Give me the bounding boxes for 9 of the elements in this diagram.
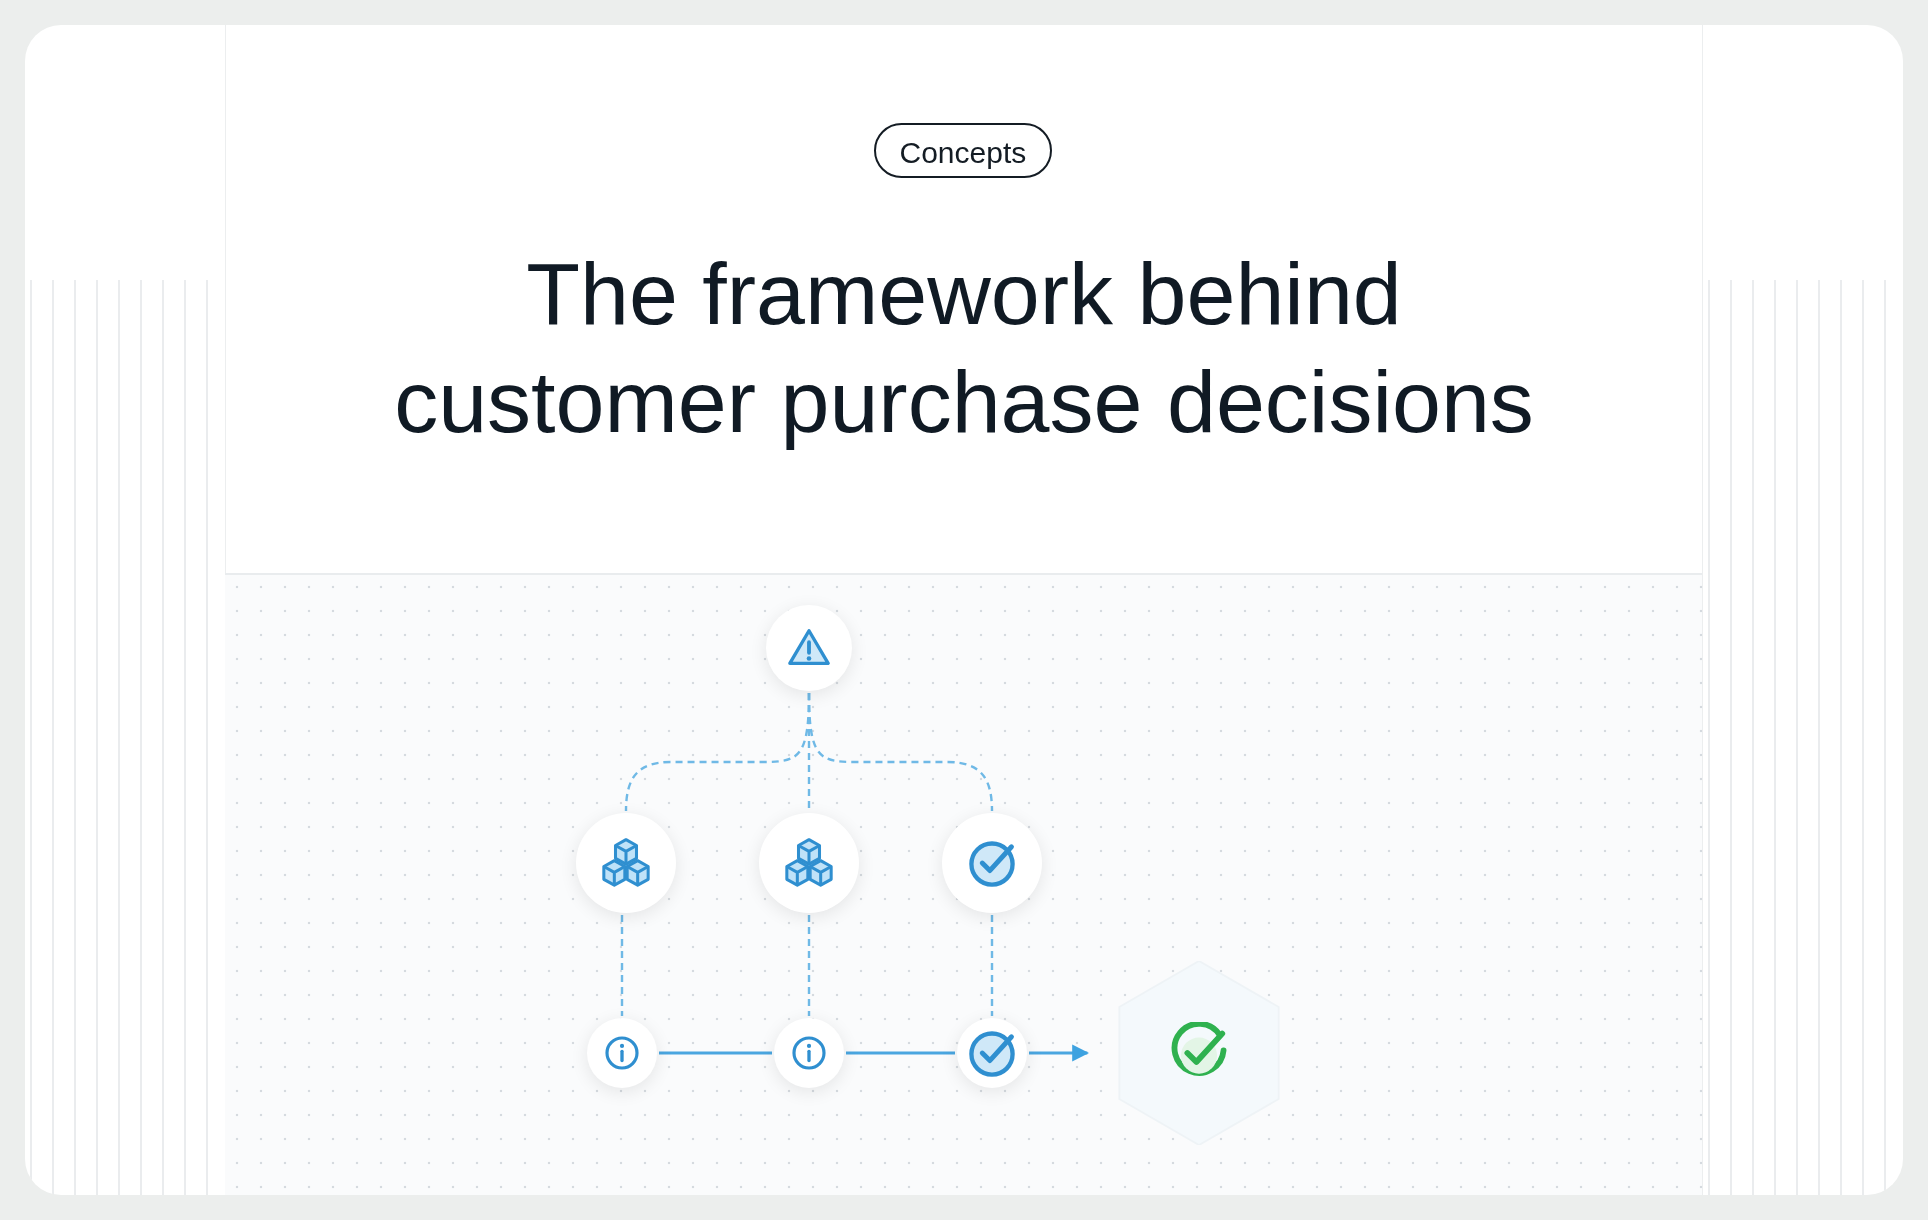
category-tag: Concepts <box>873 123 1053 178</box>
arrow <box>1029 1044 1089 1062</box>
connector-line <box>846 1051 955 1055</box>
connector-line <box>620 915 624 1016</box>
connector-line <box>807 915 811 1016</box>
connector-line <box>807 693 994 812</box>
title: The framework behind customer purchase decisions <box>393 243 1535 453</box>
connector-line <box>990 915 994 1016</box>
connector-line <box>659 1051 772 1055</box>
